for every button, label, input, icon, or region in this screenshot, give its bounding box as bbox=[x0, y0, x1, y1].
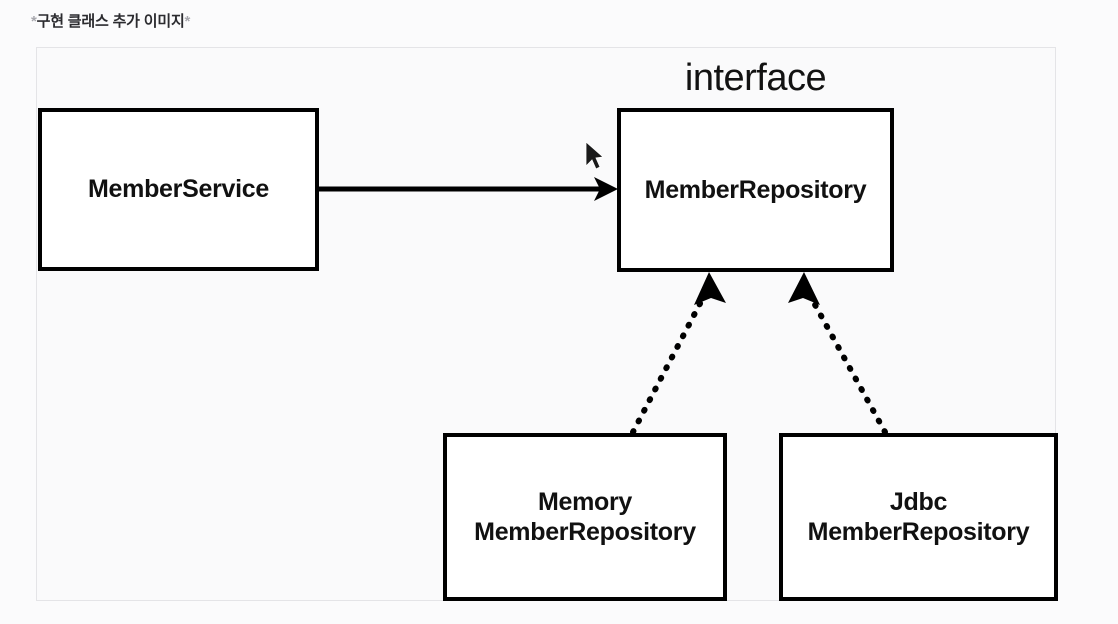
class-box-member-repository-label: MemberRepository bbox=[644, 175, 867, 204]
memory-line-2: MemberRepository bbox=[474, 518, 696, 546]
caption-prefix-marker: * bbox=[31, 13, 37, 30]
class-box-member-service[interactable]: MemberService bbox=[38, 108, 319, 271]
caption-text: 구현 클래스 추가 이미지 bbox=[36, 13, 185, 30]
figure-caption: *구현 클래스 추가 이미지* bbox=[31, 12, 190, 32]
jdbc-line-1: Jdbc bbox=[889, 487, 948, 516]
class-box-member-repository[interactable]: MemberRepository bbox=[617, 108, 894, 272]
caption-suffix-marker: * bbox=[184, 13, 191, 30]
class-box-member-service-label: MemberService bbox=[88, 175, 269, 204]
interface-stereotype-label: interface bbox=[684, 57, 827, 99]
memory-line-1: Memory bbox=[537, 487, 633, 516]
jdbc-line-2: MemberRepository bbox=[807, 518, 1030, 546]
